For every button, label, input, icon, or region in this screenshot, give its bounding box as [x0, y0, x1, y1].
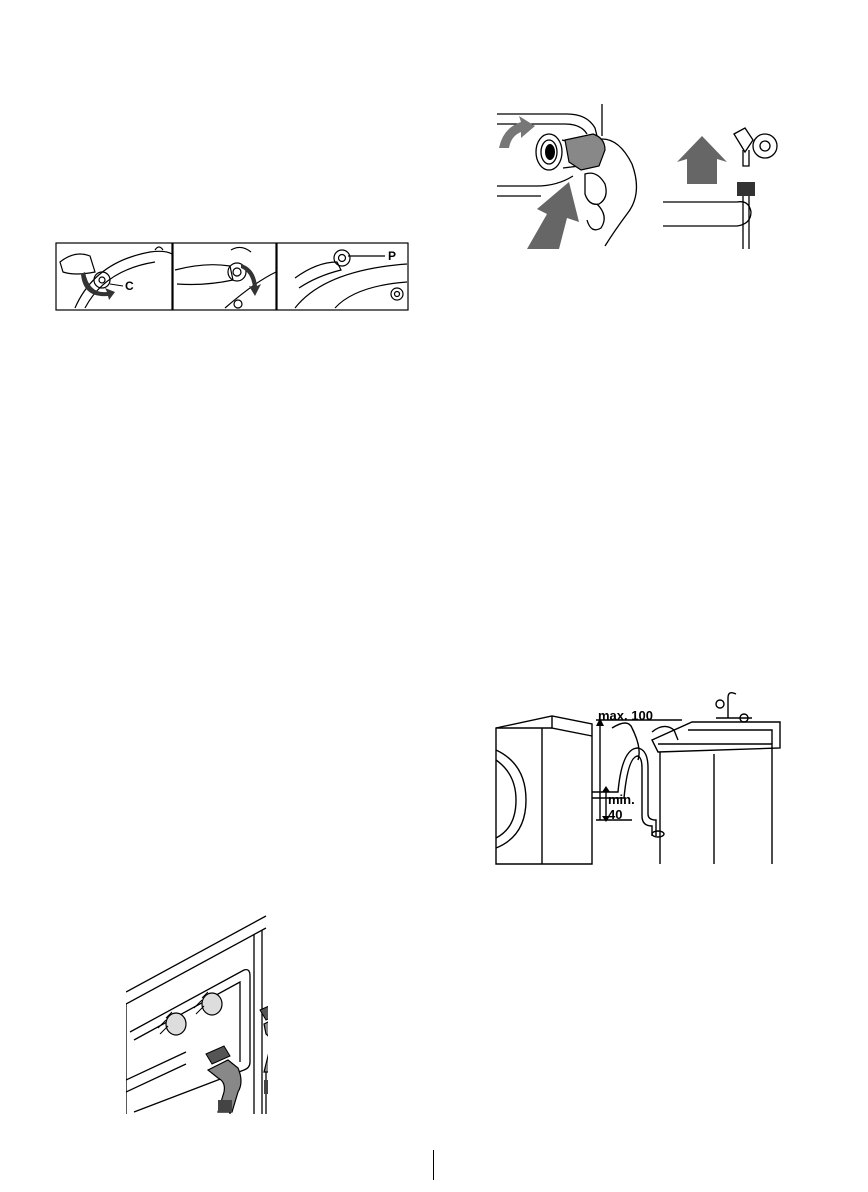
sink-cabinet-icon [658, 744, 772, 864]
label-c: C [125, 279, 134, 293]
min-value: 40 [608, 807, 622, 822]
hose-inlet-figure [497, 104, 787, 249]
max-label: max. 100 [598, 708, 653, 723]
rotate-arrow-icon [499, 116, 535, 148]
seal-icon [334, 250, 350, 266]
hose-nut-icon [737, 182, 755, 196]
pull-arrow-icon [241, 264, 261, 296]
inlet-valve-2-icon [202, 993, 222, 1015]
drain-hose-figure: max. 100 min. 40 [492, 688, 782, 866]
nut-icon [565, 134, 605, 170]
page-divider [433, 1150, 434, 1180]
tap-icon [728, 693, 736, 718]
panel-2-frame [173, 243, 276, 310]
up-arrow-icon [677, 136, 727, 184]
elbow-connector-2-icon [264, 1016, 268, 1072]
inlet-valve-1-icon [166, 1013, 186, 1035]
label-p: P [388, 249, 396, 263]
washing-machine-icon [496, 716, 592, 864]
min-label: min. [608, 792, 635, 807]
inlet-valves-figure [126, 912, 268, 1114]
push-arrow-icon [527, 182, 579, 249]
panel-strip-figure: C P [55, 242, 410, 312]
